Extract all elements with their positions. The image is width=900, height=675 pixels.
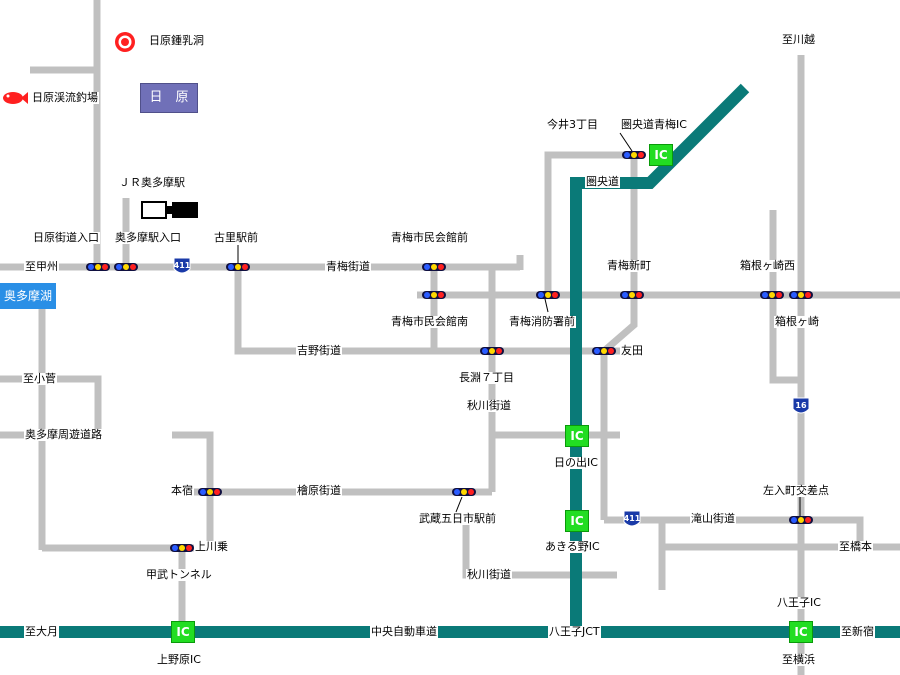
ic-badge-hachioji[interactable]: IC	[789, 621, 813, 643]
lake-okutama[interactable]: 奥多摩湖	[0, 283, 56, 309]
label-kamikawanori[interactable]: 上川乗	[194, 540, 229, 553]
traffic-signal-icon[interactable]	[86, 263, 110, 271]
traffic-signal-icon[interactable]	[198, 488, 222, 496]
road-motojuku-north	[172, 431, 214, 548]
traffic-signal-icon[interactable]	[620, 291, 644, 299]
label-hinohara-kaido: 檜原街道	[296, 484, 342, 497]
road-takiyama-kaido	[604, 516, 864, 547]
label-ome-shinmachi[interactable]: 青梅新町	[606, 259, 652, 272]
label-akiruno-ic[interactable]: あきる野IC	[544, 540, 601, 553]
label-hino-kaido-iriguchi[interactable]: 日原街道入口	[32, 231, 100, 244]
label-uenohara-ic[interactable]: 上野原IC	[156, 653, 202, 666]
route-number-16: 16	[795, 401, 807, 410]
route-number-411-a: 411	[173, 261, 191, 270]
road-yoshino-kaido	[234, 267, 620, 355]
traffic-signal-icon[interactable]	[170, 544, 194, 552]
label-akigawa-kaido-1: 秋川街道	[466, 399, 512, 412]
route-shield-icon: 411	[623, 510, 641, 530]
road-imai	[544, 151, 634, 295]
label-koubu-tunnel: 甲武トンネル	[145, 568, 213, 581]
label-kenodo: 圏央道	[585, 175, 620, 188]
label-cave[interactable]: 日原鍾乳洞	[148, 34, 205, 47]
label-ome-shimin-n[interactable]: 青梅市民会館前	[390, 231, 469, 244]
traffic-signal-icon[interactable]	[789, 291, 813, 299]
label-hinode-ic[interactable]: 日の出IC	[553, 456, 599, 469]
label-chuo-expressway: 中央自動車道	[370, 625, 438, 638]
label-to-yokohama: 至横浜	[781, 653, 816, 666]
label-to-hashimoto: 至橋本	[838, 540, 873, 553]
traffic-signal-icon[interactable]	[422, 263, 446, 271]
label-yoshino-kaido: 吉野街道	[296, 344, 342, 357]
traffic-signal-icon[interactable]	[114, 263, 138, 271]
label-kenodo-ome-ic[interactable]: 圏央道青梅IC	[620, 118, 688, 131]
ic-badge-hinode[interactable]: IC	[565, 425, 589, 447]
train-icon	[141, 201, 198, 219]
route-shield-icon: 411	[173, 257, 191, 277]
traffic-signal-icon[interactable]	[422, 291, 446, 299]
traffic-signal-icon[interactable]	[226, 263, 250, 271]
label-sanyu[interactable]: 左入町交差点	[762, 484, 830, 497]
road-ome-shinmachi	[601, 155, 638, 354]
label-yoshino-ekimae[interactable]: 古里駅前	[213, 231, 259, 244]
traffic-signal-icon[interactable]	[536, 291, 560, 299]
label-motojuku[interactable]: 本宿	[170, 484, 194, 497]
label-to-kawagoe: 至川越	[781, 33, 816, 46]
place-box-hino[interactable]: 日 原	[140, 83, 198, 113]
label-to-kosuge: 至小菅	[22, 372, 57, 385]
label-okutama-eki-iriguchi[interactable]: 奥多摩駅入口	[114, 231, 182, 244]
label-ome-shobo[interactable]: 青梅消防署前	[508, 315, 576, 328]
label-akigawa-kaido-2: 秋川街道	[466, 568, 512, 581]
road-to-kosuge	[0, 375, 102, 435]
label-hakonegasaki-w[interactable]: 箱根ヶ崎西	[739, 259, 796, 272]
fish-icon	[3, 92, 28, 104]
route-shield-icon: 16	[792, 397, 810, 417]
label-okutama-shuyu: 奥多摩周遊道路	[24, 428, 103, 441]
traffic-signal-icon[interactable]	[760, 291, 784, 299]
ic-badge-kenodo-ome[interactable]: IC	[649, 144, 673, 166]
label-imai[interactable]: 今井3丁目	[546, 118, 599, 131]
label-ome-kaido: 青梅街道	[325, 260, 371, 273]
label-musashi-itsukaichi[interactable]: 武蔵五日市駅前	[418, 512, 497, 525]
ic-badge-akiruno[interactable]: IC	[565, 510, 589, 532]
label-to-koshu: 至甲州	[24, 260, 59, 273]
label-nagabuchi[interactable]: 長淵７丁目	[458, 371, 515, 384]
label-hachioji-ic[interactable]: 八王子IC	[776, 596, 822, 609]
label-hachioji-jct[interactable]: 八王子JCT	[548, 625, 601, 638]
target-circle-icon	[115, 32, 135, 52]
traffic-signal-icon[interactable]	[789, 516, 813, 524]
label-to-shinjuku: 至新宿	[840, 625, 875, 638]
label-tomoda[interactable]: 友田	[620, 344, 644, 357]
label-hakonegasaki[interactable]: 箱根ヶ崎	[774, 315, 820, 328]
label-to-otsuki: 至大月	[24, 625, 59, 638]
label-jr-station[interactable]: ＪＲ奥多摩駅	[118, 176, 186, 189]
label-fishing[interactable]: 日原渓流釣場	[31, 91, 99, 104]
ic-badge-uenohara[interactable]: IC	[171, 621, 195, 643]
label-ome-shimin-s[interactable]: 青梅市民会館南	[390, 315, 469, 328]
label-takiyama-kaido: 滝山街道	[690, 512, 736, 525]
traffic-signal-icon[interactable]	[452, 488, 476, 496]
traffic-signal-icon[interactable]	[622, 151, 646, 159]
route-number-411-b: 411	[623, 514, 641, 523]
traffic-signal-icon[interactable]	[480, 347, 504, 355]
traffic-signal-icon[interactable]	[592, 347, 616, 355]
